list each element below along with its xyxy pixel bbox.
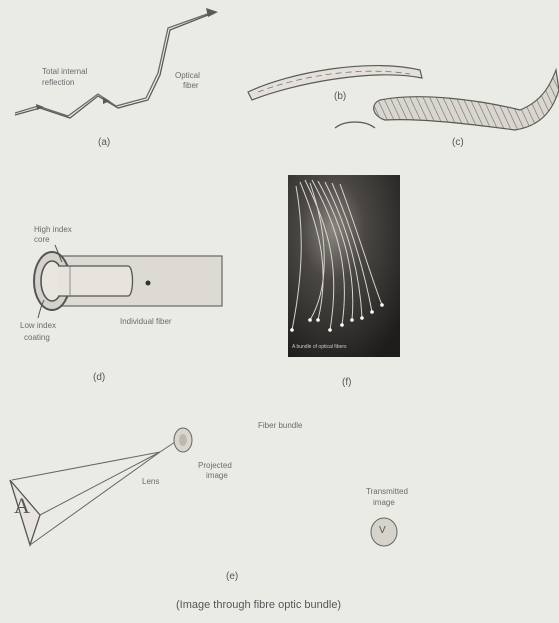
panel-e-diagram [10, 428, 397, 546]
panel-d-core-label-1: High index [34, 226, 72, 234]
panel-e-transmitted-label-2: image [373, 499, 395, 507]
panel-b-label: (b) [334, 92, 346, 103]
transmitted-image-letter: V [379, 526, 386, 537]
panel-d-core-label-2: core [34, 236, 50, 244]
panel-a-fiber-label-1: Optical [175, 72, 200, 80]
core-channel [58, 266, 133, 296]
ray-arrowhead [206, 8, 218, 17]
panel-c-label: (c) [452, 138, 464, 149]
panel-a-annotation-1: Total internal [42, 68, 87, 76]
panel-a-diagram [15, 8, 218, 118]
panel-d-coating-label-1: Low index [20, 322, 56, 330]
panel-a-annotation-2: reflection [42, 79, 74, 87]
panel-e-projected-label-1: Projected [198, 462, 232, 470]
object-letter: A [14, 494, 30, 517]
panel-f-label: (f) [342, 378, 351, 389]
panel-e-transmitted-label-1: Transmitted [366, 488, 408, 496]
panel-d-coating-label-2: coating [24, 334, 50, 342]
panel-e-projected-label-2: image [206, 472, 228, 480]
photo-frame [288, 175, 400, 357]
panel-e-bundle-label: Fiber bundle [258, 422, 302, 430]
cable-bundle [374, 70, 559, 130]
panel-d-fiber-label: Individual fiber [120, 318, 172, 326]
panel-c-diagram [335, 70, 559, 130]
panel-f-photo-caption: A bundle of optical fibers [292, 345, 346, 350]
footer-caption: (Image through fibre optic bundle) [176, 600, 341, 612]
fiber-center-dot [146, 281, 151, 286]
panel-d-label: (d) [93, 373, 105, 384]
panel-a-label: (a) [98, 138, 110, 149]
panel-e-label: (e) [226, 572, 238, 583]
panel-a-fiber-label-2: fiber [183, 82, 199, 90]
panel-d-diagram [34, 245, 222, 318]
panel-f-photo [288, 175, 400, 357]
light-ray [15, 13, 210, 116]
panel-e-lens-label: Lens [142, 478, 159, 486]
cable-end-arc [335, 122, 375, 128]
